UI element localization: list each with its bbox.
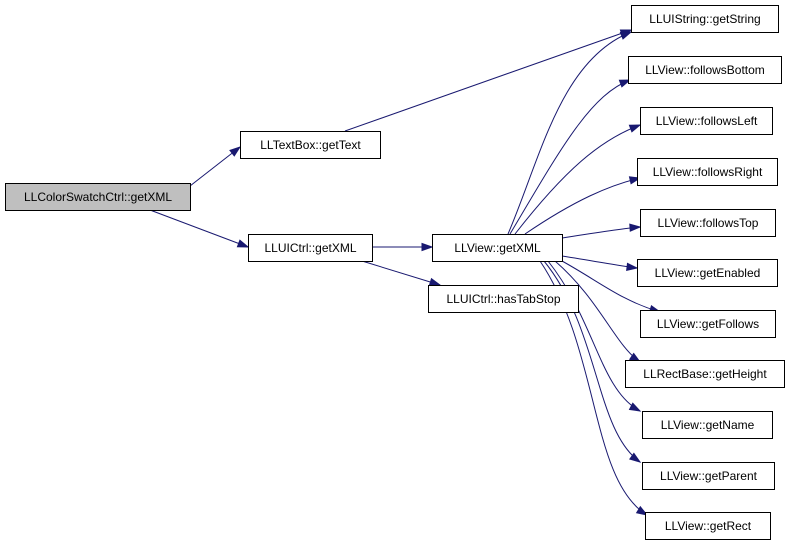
- arrowhead: [626, 262, 639, 271]
- node-box[interactable]: [642, 411, 773, 439]
- edge-n1-n3: [344, 29, 633, 132]
- arrowhead: [635, 505, 649, 516]
- node-box[interactable]: [625, 360, 785, 388]
- node-n8[interactable]: LLView::followsRight: [637, 158, 778, 186]
- node-box[interactable]: [432, 234, 563, 262]
- arrowhead: [618, 79, 632, 88]
- edge-n4-n13: [547, 260, 642, 412]
- arrowhead: [421, 242, 434, 252]
- edge-n0-n2: [149, 209, 250, 248]
- edge-line: [514, 124, 641, 235]
- node-n7[interactable]: LLView::followsLeft: [640, 107, 773, 135]
- node-n0[interactable]: LLColorSwatchCtrl::getXML: [5, 183, 191, 211]
- edge-line: [561, 226, 641, 239]
- arrowhead: [628, 402, 642, 412]
- node-label: LLView::getName: [661, 418, 755, 432]
- edge-line: [189, 146, 241, 187]
- node-box[interactable]: [645, 512, 771, 540]
- arrowhead: [619, 31, 633, 40]
- edge-line: [509, 79, 631, 235]
- edge-line: [149, 209, 249, 248]
- node-box[interactable]: [642, 462, 775, 490]
- edge-n0-n1: [189, 146, 242, 187]
- edge-n4-n9: [561, 223, 642, 239]
- node-n6[interactable]: LLView::followsBottom: [628, 56, 782, 84]
- node-label: LLView::getXML: [454, 241, 541, 255]
- edge-line: [547, 260, 641, 412]
- node-label: LLView::followsLeft: [656, 114, 758, 128]
- node-n2[interactable]: LLUICtrl::getXML: [248, 234, 373, 262]
- node-label: LLView::followsRight: [653, 165, 763, 179]
- node-label: LLUICtrl::getXML: [264, 241, 356, 255]
- node-n15[interactable]: LLView::getRect: [645, 512, 771, 540]
- node-box[interactable]: [631, 5, 779, 33]
- node-label: LLView::getFollows: [657, 317, 759, 331]
- node-box[interactable]: [640, 209, 776, 237]
- edge-n4-n8: [524, 176, 642, 235]
- node-box[interactable]: [637, 158, 778, 186]
- node-n1[interactable]: LLTextBox::getText: [240, 131, 381, 159]
- node-box[interactable]: [640, 107, 773, 135]
- edge-line: [344, 29, 632, 132]
- edge-n2-n5: [361, 260, 442, 286]
- node-n3[interactable]: LLUIString::getString: [631, 5, 779, 33]
- node-label: LLColorSwatchCtrl::getXML: [24, 190, 172, 204]
- node-n12[interactable]: LLRectBase::getHeight: [625, 360, 785, 388]
- node-box[interactable]: [640, 310, 776, 338]
- node-label: LLRectBase::getHeight: [643, 367, 767, 381]
- edge-line: [361, 260, 441, 286]
- edge-n4-n3: [507, 31, 633, 235]
- arrowhead: [629, 452, 642, 463]
- nodes-layer: LLColorSwatchCtrl::getXML LLTextBox::getT…: [5, 5, 785, 540]
- node-label: LLView::getEnabled: [655, 266, 761, 280]
- edge-line: [524, 177, 641, 235]
- node-label: LLView::followsTop: [658, 216, 759, 230]
- node-box[interactable]: [248, 234, 373, 262]
- edge-line: [507, 31, 632, 235]
- node-box[interactable]: [637, 259, 778, 287]
- edge-line: [561, 255, 638, 269]
- node-n14[interactable]: LLView::getParent: [642, 462, 775, 490]
- node-label: LLView::followsBottom: [645, 63, 765, 77]
- edge-n4-n6: [509, 79, 632, 235]
- node-n5[interactable]: LLUICtrl::hasTabStop: [428, 285, 579, 313]
- node-n11[interactable]: LLView::getFollows: [640, 310, 776, 338]
- arrowhead: [229, 146, 242, 157]
- node-box[interactable]: [240, 131, 381, 159]
- node-label: LLView::getRect: [665, 519, 752, 533]
- node-label: LLView::getParent: [660, 469, 758, 483]
- edge-n4-n7: [514, 124, 642, 235]
- node-label: LLUICtrl::hasTabStop: [446, 292, 560, 306]
- node-box[interactable]: [428, 285, 579, 313]
- arrowhead: [236, 239, 250, 248]
- edge-n4-n10: [561, 255, 639, 271]
- edges-layer: [149, 29, 662, 516]
- node-label: LLTextBox::getText: [260, 138, 361, 152]
- node-n13[interactable]: LLView::getName: [642, 411, 773, 439]
- node-n4[interactable]: LLView::getXML: [432, 234, 563, 262]
- node-n10[interactable]: LLView::getEnabled: [637, 259, 778, 287]
- edge-n2-n4: [372, 242, 434, 252]
- node-n9[interactable]: LLView::followsTop: [640, 209, 776, 237]
- node-box[interactable]: [628, 56, 782, 84]
- node-label: LLUIString::getString: [649, 12, 760, 26]
- arrowhead: [428, 277, 442, 286]
- arrowhead: [629, 223, 642, 232]
- edge-line: [561, 260, 661, 313]
- arrowhead: [628, 124, 642, 133]
- root-node-box[interactable]: [5, 183, 191, 211]
